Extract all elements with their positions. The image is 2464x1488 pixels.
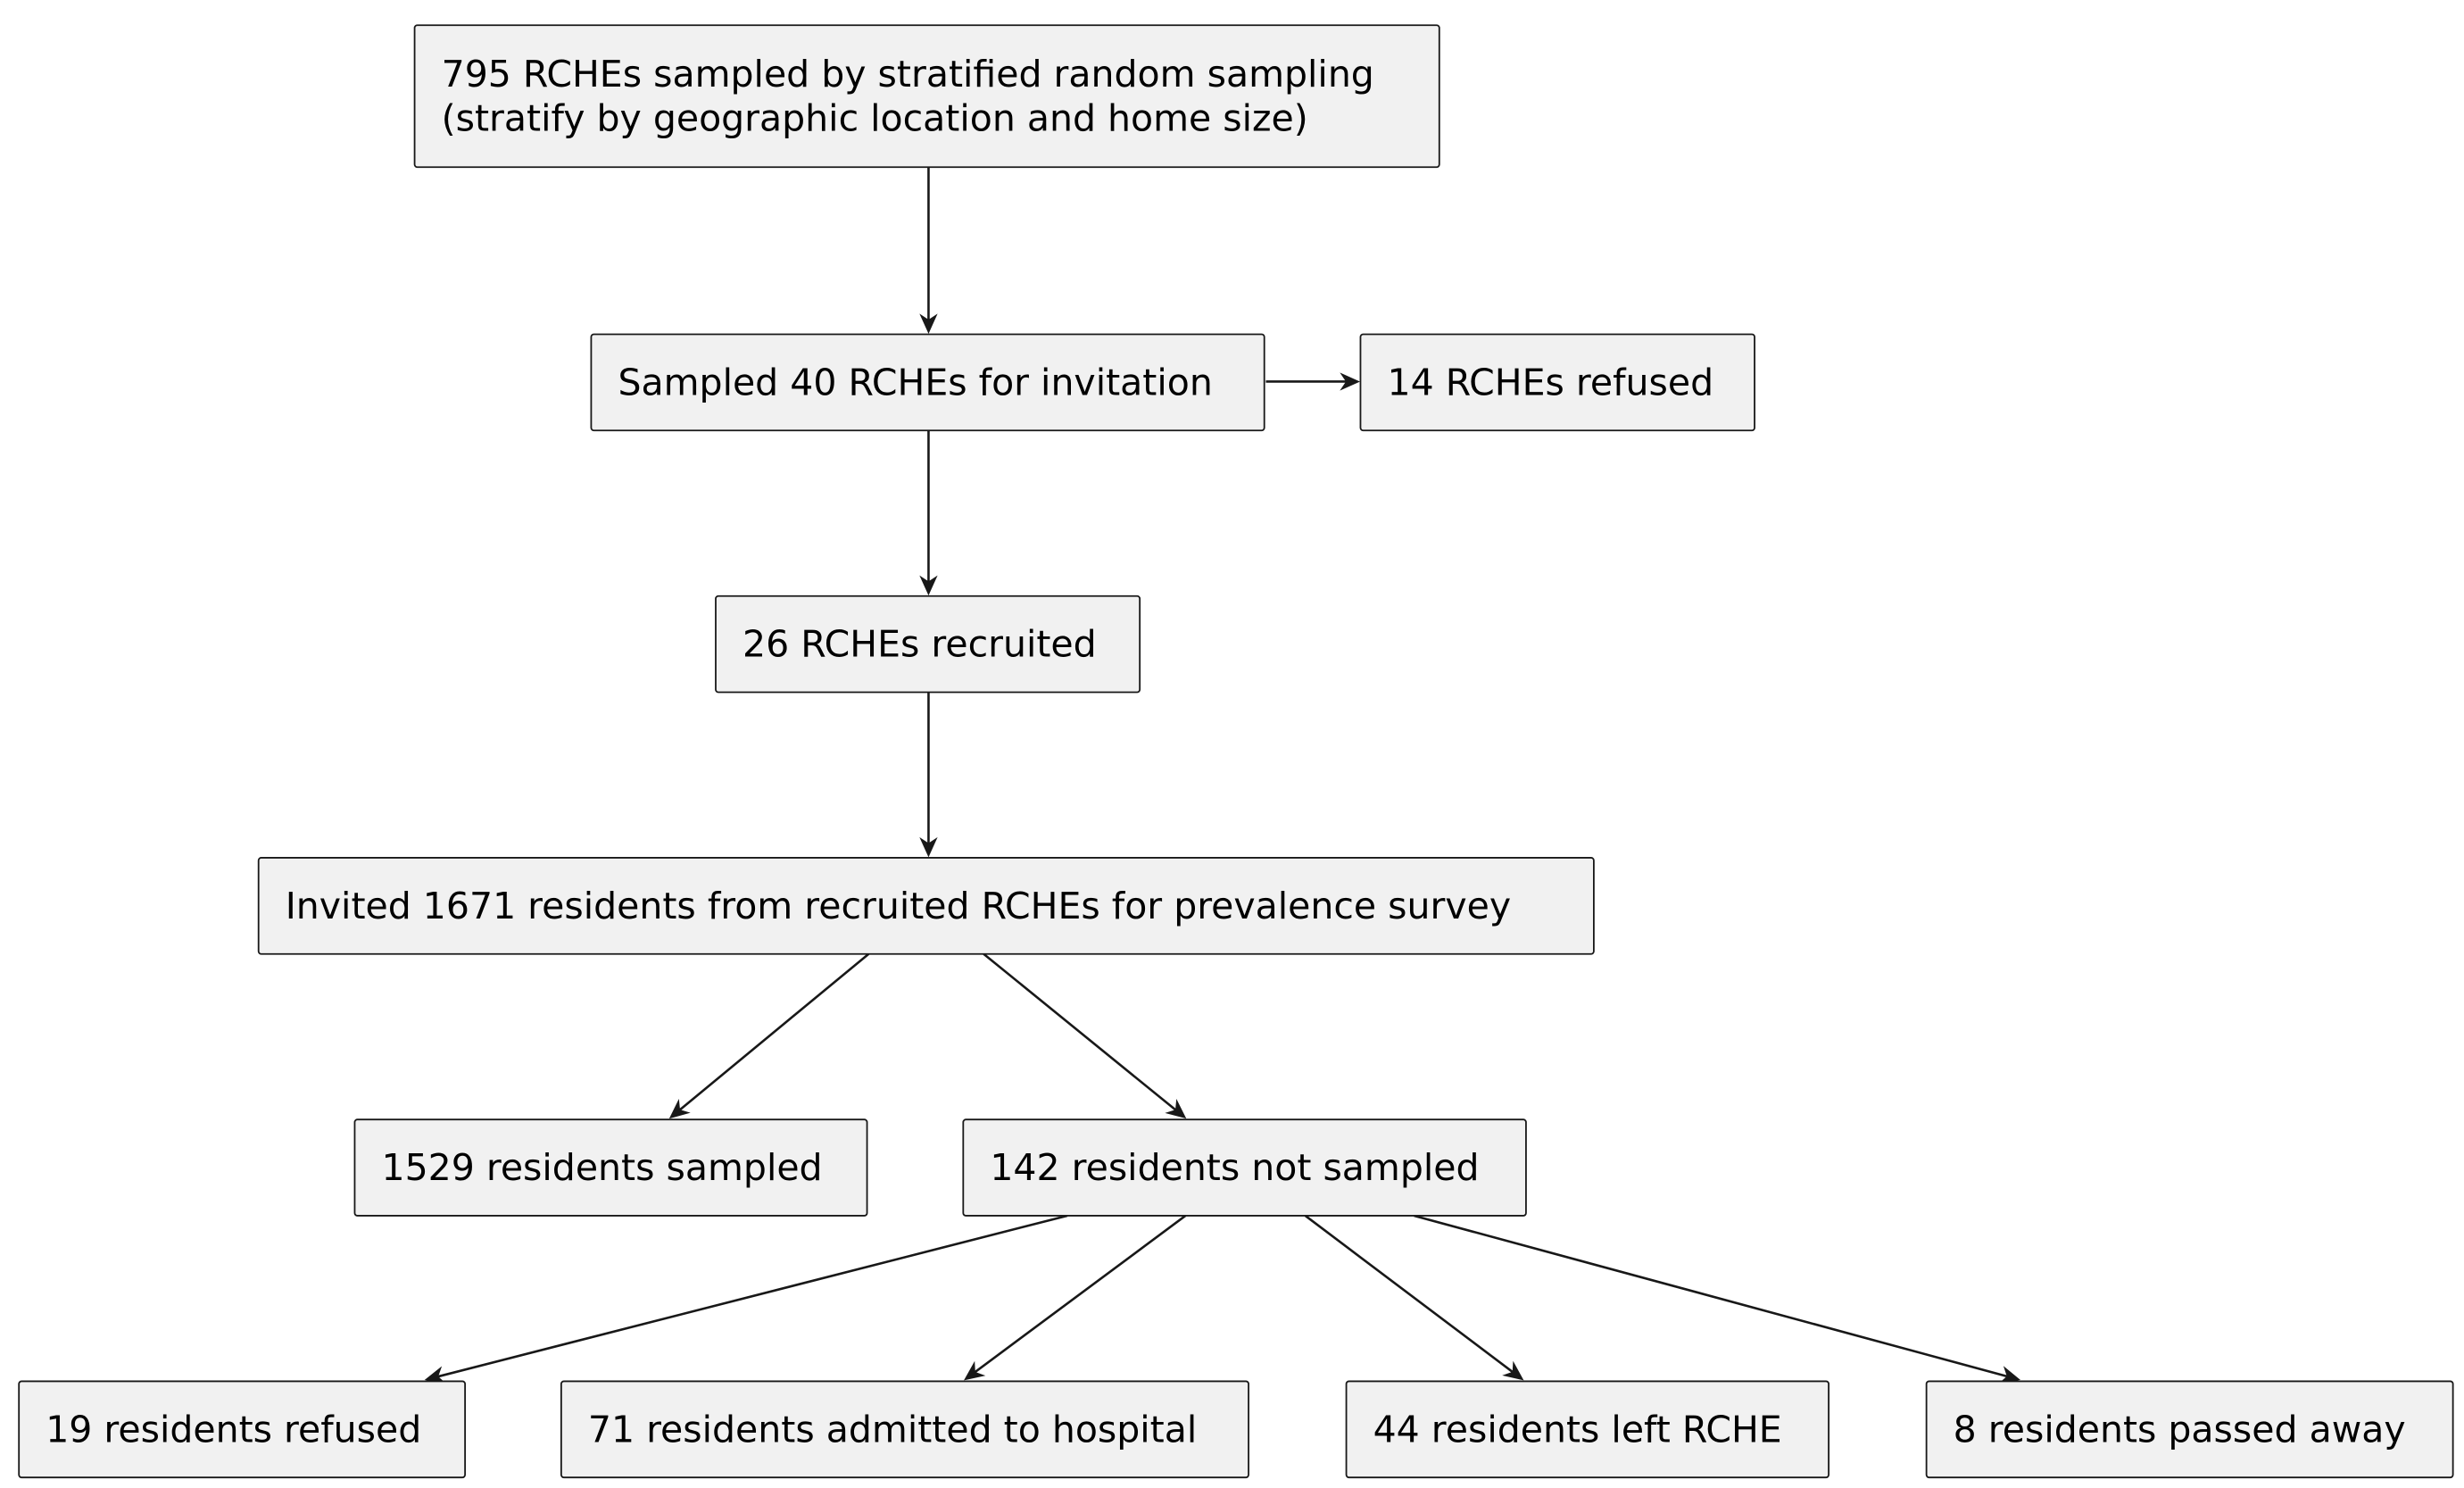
- node-recruited-26: 26 RCHEs recruited: [715, 594, 1141, 694]
- node-box: [353, 1118, 868, 1217]
- arrow-residents-not-sampled-142-to-residents-passed-8: [1414, 1214, 2021, 1384]
- node-residents-not-sampled-142: 142 residents not sampled: [962, 1118, 1527, 1217]
- node-label: Sampled 40 RCHEs for invitation: [618, 361, 1212, 403]
- node-label: Invited 1671 residents from recruited RC…: [286, 885, 1511, 927]
- edges-layer: [424, 167, 2021, 1384]
- arrow-line: [1304, 1214, 1520, 1378]
- node-box: [715, 594, 1141, 694]
- arrow-invited-residents-1671-to-residents-not-sampled-142: [983, 952, 1187, 1119]
- node-residents-left-44: 44 residents left RCHE: [1345, 1380, 1830, 1479]
- arrow-invited-40-to-recruited-26: [919, 430, 938, 596]
- arrowhead-icon: [1502, 1360, 1524, 1381]
- arrow-residents-not-sampled-142-to-residents-hospital-71: [964, 1214, 1187, 1381]
- arrowhead-icon: [1165, 1099, 1187, 1119]
- node-residents-hospital-71: 71 residents admitted to hospital: [560, 1380, 1249, 1479]
- node-label: 142 residents not sampled: [990, 1146, 1479, 1189]
- node-residents-sampled-1529: 1529 residents sampled: [353, 1118, 868, 1217]
- node-label: 1529 residents sampled: [381, 1146, 822, 1189]
- arrow-line: [673, 952, 870, 1116]
- arrowhead-icon: [1340, 372, 1360, 391]
- node-label: 14 RCHEs refused: [1387, 361, 1713, 403]
- node-label: (stratify by geographic location and hom…: [442, 96, 1308, 139]
- node-box: [1345, 1380, 1830, 1479]
- nodes-layer: 795 RCHEs sampled by stratified random s…: [18, 24, 2454, 1479]
- node-label: 44 residents left RCHE: [1373, 1408, 1782, 1451]
- node-label: 19 residents refused: [46, 1408, 421, 1451]
- arrow-invited-40-to-refused-14: [1265, 372, 1360, 391]
- arrow-line: [983, 952, 1182, 1116]
- arrow-residents-not-sampled-142-to-residents-left-44: [1304, 1214, 1524, 1381]
- node-box: [18, 1380, 467, 1479]
- node-box: [257, 857, 1595, 955]
- arrow-invited-residents-1671-to-residents-sampled-1529: [668, 952, 870, 1119]
- arrowhead-icon: [919, 836, 938, 858]
- arrowhead-icon: [964, 1360, 986, 1381]
- node-residents-refused-19: 19 residents refused: [18, 1380, 467, 1479]
- node-residents-passed-8: 8 residents passed away: [1925, 1380, 2454, 1479]
- node-label: 8 residents passed away: [1954, 1408, 2406, 1451]
- node-refused-14: 14 RCHEs refused: [1359, 333, 1755, 432]
- node-label: 26 RCHEs recruited: [743, 623, 1097, 666]
- arrow-recruited-26-to-invited-residents-1671: [919, 692, 938, 858]
- arrowhead-icon: [919, 313, 938, 334]
- arrow-line: [1414, 1214, 2015, 1380]
- node-box: [1925, 1380, 2454, 1479]
- arrow-line: [430, 1214, 1068, 1380]
- arrow-residents-not-sampled-142-to-residents-refused-19: [424, 1214, 1068, 1384]
- node-box: [1359, 333, 1755, 432]
- node-invited-residents-1671: Invited 1671 residents from recruited RC…: [257, 857, 1595, 955]
- node-label: 71 residents admitted to hospital: [588, 1408, 1197, 1451]
- arrow-line: [968, 1214, 1187, 1378]
- node-box: [590, 333, 1265, 432]
- node-label: 795 RCHEs sampled by stratified random s…: [442, 53, 1374, 96]
- arrow-sampled-795-to-invited-40: [919, 167, 938, 334]
- node-box: [962, 1118, 1527, 1217]
- node-sampled-795: 795 RCHEs sampled by stratified random s…: [413, 24, 1440, 169]
- node-box: [413, 24, 1440, 169]
- arrowhead-icon: [919, 575, 938, 596]
- node-box: [560, 1380, 1249, 1479]
- node-invited-40: Sampled 40 RCHEs for invitation: [590, 333, 1265, 432]
- arrowhead-icon: [668, 1098, 691, 1119]
